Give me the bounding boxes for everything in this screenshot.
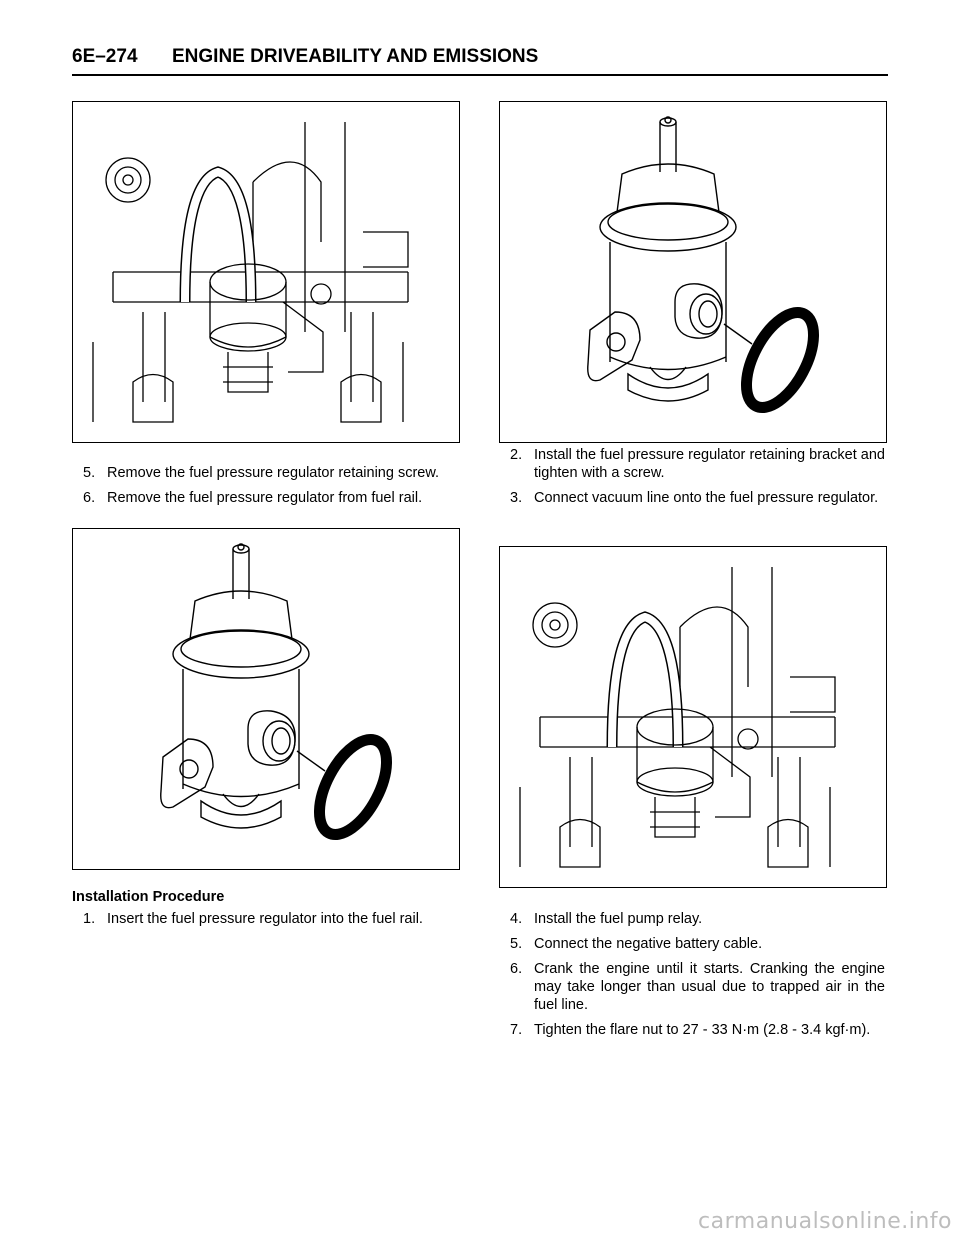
fuel-rail-regulator-illustration: [73, 102, 459, 442]
install-steps-right-bottom: 4. Install the fuel pump relay. 5. Conne…: [510, 910, 885, 1046]
installation-heading: Installation Procedure: [72, 889, 225, 905]
list-item: 6. Crank the engine until it starts. Cra…: [510, 961, 885, 1013]
install-steps-right-top: 2. Install the fuel pressure regulator r…: [510, 446, 885, 514]
figure-regulator-oring: [499, 101, 887, 443]
list-item: 6. Remove the fuel pressure regulator fr…: [83, 490, 423, 506]
watermark: carmanualsonline.info: [698, 1209, 952, 1234]
list-item: 2. Install the fuel pressure regulator r…: [510, 447, 885, 481]
list-item: 5. Remove the fuel pressure regulator re…: [83, 465, 440, 481]
section-title: ENGINE DRIVEABILITY AND EMISSIONS: [172, 46, 539, 67]
fuel-rail-regulator-illustration: [500, 547, 886, 887]
install-steps-left: 1. Insert the fuel pressure regulator in…: [83, 910, 458, 935]
list-item: 4. Install the fuel pump relay.: [510, 911, 703, 927]
list-item: 5. Connect the negative battery cable.: [510, 936, 763, 952]
page-number: 6E–274: [72, 46, 138, 67]
page-header: 6E–274 ENGINE DRIVEABILITY AND EMISSIONS: [72, 44, 888, 76]
removal-steps: 5. Remove the fuel pressure regulator re…: [83, 464, 458, 514]
list-item: 7. Tighten the flare nut to 27 - 33 N·m …: [510, 1022, 871, 1038]
regulator-oring-illustration: [73, 529, 459, 869]
figure-regulator-on-rail-2: [499, 546, 887, 888]
list-item: 1. Insert the fuel pressure regulator in…: [83, 911, 423, 927]
figure-regulator-oring-2: [72, 528, 460, 870]
figure-regulator-on-rail: [72, 101, 460, 443]
regulator-oring-illustration: [500, 102, 886, 442]
list-item: 3. Connect vacuum line onto the fuel pre…: [510, 490, 879, 506]
